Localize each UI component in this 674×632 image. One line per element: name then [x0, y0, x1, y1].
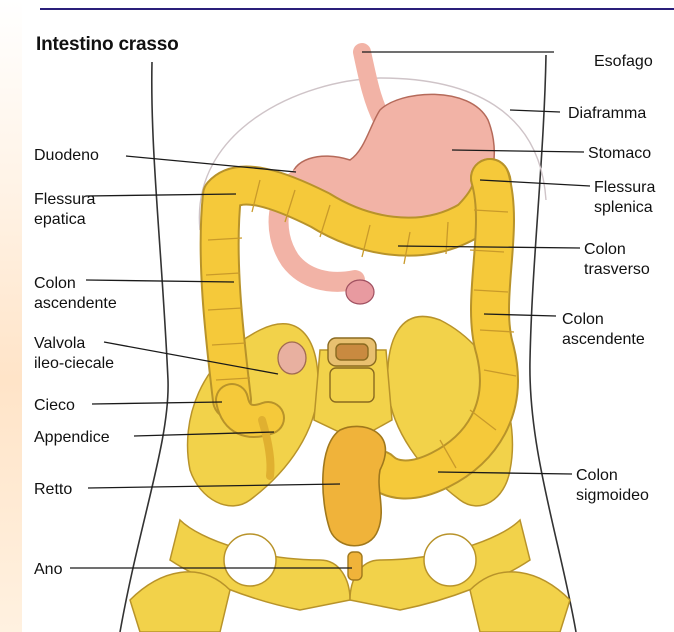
small-pouch — [346, 280, 374, 304]
label-valvola-ileo-ciecale: Valvola ileo-ciecale — [34, 334, 114, 374]
label-diaframma: Diaframma — [568, 104, 646, 124]
label-flessura-epatica: Flessura epatica — [34, 190, 95, 230]
label-ano: Ano — [34, 560, 62, 580]
ileocecal-valve — [278, 342, 306, 374]
label-appendice: Appendice — [34, 428, 110, 448]
rectum — [323, 426, 386, 545]
anal-canal — [348, 552, 362, 580]
label-duodeno: Duodeno — [34, 146, 99, 166]
label-colon-sigmoideo: Colon sigmoideo — [576, 466, 649, 506]
label-colon-ascendente-left: Colon ascendente — [34, 274, 117, 314]
vertebra — [328, 338, 376, 402]
body-outline-left — [120, 62, 168, 632]
label-colon-trasverso: Colon trasverso — [584, 240, 650, 280]
label-esofago: Esofago — [594, 52, 653, 72]
label-flessura-splenica: Flessura splenica — [594, 178, 655, 218]
label-colon-ascendente-right: Colon ascendente — [562, 310, 645, 350]
label-retto: Retto — [34, 480, 72, 500]
esophagus — [362, 52, 382, 120]
label-cieco: Cieco — [34, 396, 75, 416]
label-stomaco: Stomaco — [588, 144, 651, 164]
